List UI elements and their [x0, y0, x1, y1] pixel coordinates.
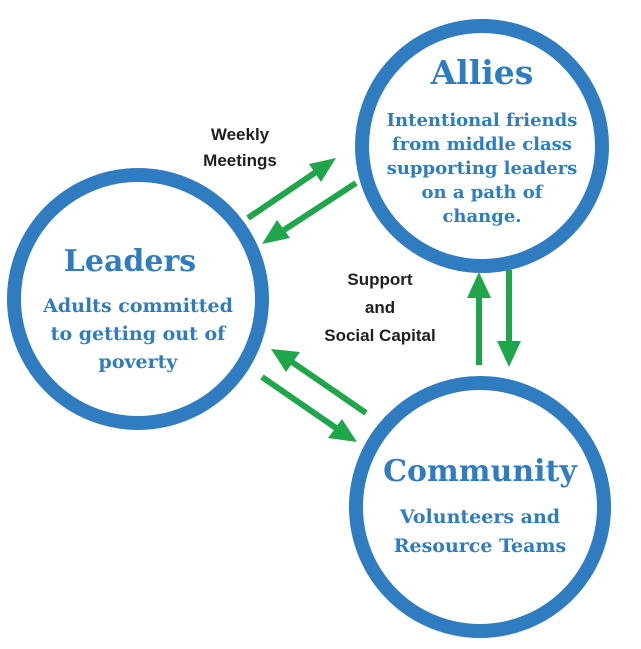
edge-label-line: Weekly: [211, 125, 270, 144]
arrow-community-to-leaders: [271, 349, 368, 416]
edge-label-line: Social Capital: [324, 326, 435, 345]
node-community-title: Community: [383, 454, 578, 489]
node-leaders-title: Leaders: [64, 244, 196, 279]
node-community-line: Volunteers and: [399, 506, 560, 528]
arrow-allies-to-leaders: [262, 180, 358, 244]
edge-label-support-social-capital: Support and Social Capital: [324, 270, 435, 345]
edge-label-line: Support: [347, 270, 412, 289]
node-allies-line: on a path of: [422, 182, 544, 203]
node-community-line: Resource Teams: [394, 535, 567, 557]
node-leaders: Leaders Adults committed to getting out …: [7, 168, 269, 430]
arrow-allies-to-community: [497, 270, 521, 367]
arrows-group: [246, 158, 521, 442]
edge-label-line: and: [365, 298, 395, 317]
node-leaders-line: Adults committed: [42, 295, 233, 317]
node-community: Community Volunteers and Resource Teams: [349, 376, 611, 638]
node-allies-line: Intentional friends: [387, 110, 578, 131]
node-allies-line: supporting leaders: [387, 158, 578, 179]
node-community-circle: [349, 376, 611, 638]
node-leaders-line: poverty: [99, 351, 179, 373]
node-allies-line: from middle class: [392, 134, 572, 155]
node-leaders-line: to getting out of: [51, 323, 227, 345]
edge-label-line: Meetings: [203, 151, 277, 170]
node-allies-circle: [355, 19, 609, 273]
node-allies-title: Allies: [430, 53, 534, 92]
arrow-leaders-to-community: [260, 374, 357, 442]
node-allies-line: change.: [442, 206, 521, 227]
node-allies: Allies Intentional friends from middle c…: [355, 19, 609, 273]
node-leaders-circle: [7, 168, 269, 430]
arrow-leaders-to-allies: [246, 158, 336, 221]
edge-label-weekly-meetings: Weekly Meetings: [203, 125, 277, 170]
arrow-community-to-allies: [467, 272, 491, 365]
